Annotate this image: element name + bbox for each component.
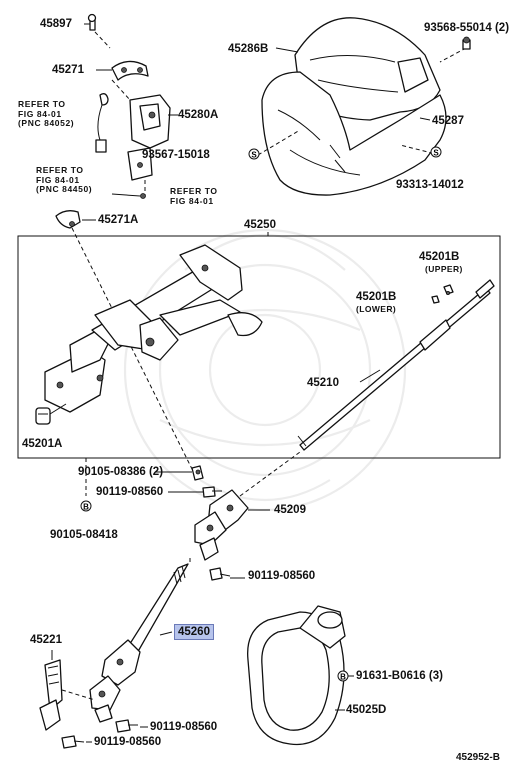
ref-line: REFER TO (170, 186, 218, 196)
part-label-45271a[interactable]: 45271A (98, 214, 139, 226)
ref-line: FIG 84-01 (36, 174, 80, 185)
bushing-45201a (35, 407, 51, 425)
part-label-90119-08560-a[interactable]: 90119-08560 (96, 486, 164, 498)
part-label-45201b-upper[interactable]: 45201B (419, 251, 460, 263)
part-label-45250[interactable]: 45250 (244, 219, 276, 231)
intermediate-shaft-45260 (89, 558, 191, 723)
yoke-joint-45209 (194, 451, 301, 561)
ref-line: FIG 84-01 (18, 108, 62, 119)
note-lower: (LOWER) (356, 304, 397, 314)
part-label-90105-08418[interactable]: 90105-08418 (50, 529, 118, 541)
dust-boot-45025d (247, 605, 346, 746)
part-label-90105-08386[interactable]: 90105-08386 (2) (78, 466, 164, 478)
reference-note-84-01[interactable]: REFER TO FIG 84-01 (170, 186, 218, 206)
part-label-90119-08560-d[interactable]: 90119-08560 (94, 736, 162, 748)
reference-note-84450[interactable]: REFER TO FIG 84-01 (PNC 84450) (36, 165, 93, 195)
part-label-45210[interactable]: 45210 (307, 377, 339, 389)
lower-cover-45287 (261, 71, 447, 196)
watermark-emblem (123, 228, 407, 512)
clamp-45271a (55, 210, 81, 229)
bolt-90119-08560-b (209, 567, 231, 581)
bolt-symbol-text: B (83, 503, 89, 512)
part-label-45025d[interactable]: 45025D (346, 704, 387, 716)
part-label-90119-08560-b[interactable]: 90119-08560 (248, 570, 316, 582)
note-upper: (UPPER) (425, 264, 463, 274)
screw-symbol-93313: S (430, 146, 442, 158)
bolt-symbol-90105-08418: B (80, 500, 92, 512)
part-label-45271[interactable]: 45271 (52, 64, 84, 76)
screw-symbol-text: S (433, 149, 439, 158)
screw-symbol-93567: S (248, 148, 260, 160)
dash-45271a (71, 227, 196, 476)
part-label-45201a[interactable]: 45201A (22, 438, 63, 450)
screw-93568 (462, 36, 471, 50)
ref-line: REFER TO (36, 165, 84, 175)
assembly-frame (17, 235, 501, 459)
part-label-93568[interactable]: 93568-55014 (2) (424, 22, 510, 34)
part-label-45209[interactable]: 45209 (274, 504, 306, 516)
bolt-90119-08560-a (202, 486, 222, 498)
leader-lines (49, 23, 431, 743)
part-label-90119-08560-c[interactable]: 90119-08560 (150, 721, 218, 733)
part-label-45221[interactable]: 45221 (30, 634, 62, 646)
clamp-45271 (111, 60, 149, 81)
dash-93568 (439, 47, 467, 63)
bolt-45897 (87, 13, 111, 49)
bolt-symbol-91631: B (337, 670, 349, 682)
ref-line: REFER TO (18, 99, 66, 109)
upper-cover-45286b (294, 17, 441, 121)
reference-note-84052[interactable]: REFER TO FIG 84-01 (PNC 84052) (18, 99, 75, 129)
bolt-symbol-text: B (340, 673, 346, 682)
screw-symbol-text: S (251, 151, 257, 160)
bolt-90119-08560-d (61, 735, 85, 749)
lock-cylinder-45280a (111, 79, 171, 195)
clip-45201b-lower (431, 295, 440, 304)
ref-line: (PNC 84450) (36, 184, 93, 194)
part-label-45897[interactable]: 45897 (40, 18, 72, 30)
switch-connector-84052 (95, 93, 109, 153)
part-label-45280a[interactable]: 45280A (178, 109, 219, 121)
shaft-45221 (39, 659, 96, 731)
part-label-93313[interactable]: 93313-14012 (396, 179, 464, 191)
part-label-45201b-lower[interactable]: 45201B (356, 291, 397, 303)
part-label-45260[interactable]: 45260 (174, 624, 214, 640)
diagram-code: 452952-B (456, 752, 500, 763)
part-label-91631[interactable]: 91631-B0616 (3) (356, 670, 443, 682)
part-label-45286b[interactable]: 45286B (228, 43, 269, 55)
screw-ref-84-01 (140, 193, 146, 199)
dash-93567 (257, 129, 301, 156)
clip-45201b-upper (443, 284, 454, 295)
part-label-45287[interactable]: 45287 (432, 115, 464, 127)
bolt-90105-08386 (191, 465, 204, 481)
part-label-93567[interactable]: 93567-15018 (142, 149, 210, 161)
steering-column-45250 (44, 244, 263, 413)
shaft-45210 (297, 279, 495, 451)
ref-line: FIG 84-01 (170, 195, 214, 206)
ref-line: (PNC 84052) (18, 118, 75, 128)
bolt-90119-08560-c (115, 719, 138, 733)
